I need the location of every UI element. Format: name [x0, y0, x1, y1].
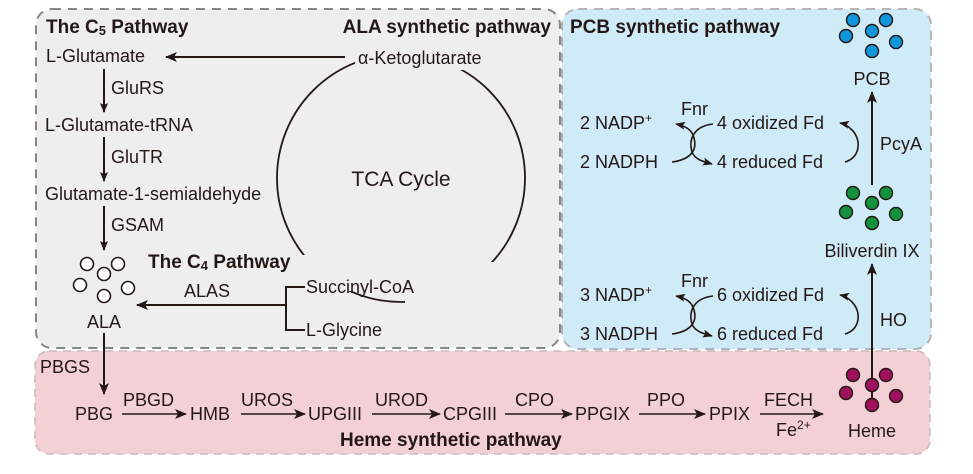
node-pbg: PBG: [75, 404, 113, 424]
enzyme-glutr: GluTR: [111, 147, 163, 167]
node-glutamate-1-semialdehyde: Glutamate-1-semialdehyde: [45, 184, 261, 204]
node-ala: ALA: [87, 312, 121, 332]
fd-cycle-1: 2 NADP+ 2 NADPH Fnr 4 oxidized Fd 4 redu…: [580, 99, 859, 172]
heme-panel: [34, 350, 931, 455]
enzyme-fech: FECH: [764, 390, 813, 410]
cycle2-fnr: Fnr: [681, 271, 708, 291]
enzyme-ho: HO: [880, 310, 907, 330]
enzyme-ppo: PPO: [647, 390, 685, 410]
node-heme: Heme: [848, 421, 896, 441]
node-ppgix: PPGIX: [575, 404, 630, 424]
cycle2-reduced-fd: 6 reduced Fd: [717, 324, 823, 344]
cycle2-nadph: 3 NADPH: [580, 324, 658, 344]
cycle1-nadph: 2 NADPH: [580, 152, 658, 172]
node-upgiii: UPGIII: [308, 404, 362, 424]
cycle1-oxidized-fd: 4 oxidized Fd: [717, 113, 824, 133]
cycle2-oxidized-fd: 6 oxidized Fd: [717, 285, 824, 305]
node-ppix: PPIX: [709, 404, 750, 424]
cycle2-nadp: 3 NADP+: [580, 283, 652, 305]
node-succinyl-coa: Succinyl-CoA: [306, 277, 414, 297]
cycle1-fnr: Fnr: [681, 99, 708, 119]
node-biliverdin-ix: Biliverdin IX: [824, 241, 919, 261]
node-l-glutamate: L-Glutamate: [46, 46, 145, 66]
heme-molecule-icon: [838, 367, 904, 413]
enzyme-pbgd: PBGD: [123, 390, 174, 410]
heme-panel-title: Heme synthetic pathway: [340, 430, 562, 451]
c4-pathway-title: The C4 Pathway: [148, 252, 291, 273]
enzyme-cpo: CPO: [515, 390, 554, 410]
tca-cycle-label: TCA Cycle: [351, 168, 450, 191]
cofactor-fe2: Fe2+: [776, 418, 811, 440]
node-hmb: HMB: [190, 404, 230, 424]
fd-cycle-2: 3 NADP+ 3 NADPH Fnr 6 oxidized Fd 6 redu…: [580, 271, 859, 344]
bracket-substrates: [285, 286, 305, 331]
biliverdin-molecule-icon: [838, 185, 904, 231]
enzyme-gsam: GSAM: [111, 215, 164, 235]
ala-panel-title: ALA synthetic pathway: [343, 17, 552, 38]
enzyme-pcya: PcyA: [880, 134, 922, 154]
node-l-glycine: L-Glycine: [306, 320, 382, 340]
pcb-molecule-icon: [838, 12, 904, 59]
node-l-glutamate-trna: L-Glutamate-tRNA: [45, 115, 193, 135]
cycle1-reduced-fd: 4 reduced Fd: [717, 152, 823, 172]
pcb-panel-title: PCB synthetic pathway: [570, 17, 781, 38]
node-cpgiii: CPGIII: [443, 404, 497, 424]
ala-molecule-icon: [72, 256, 136, 304]
enzyme-pbgs: PBGS: [40, 357, 90, 377]
c5-pathway-title: The C5 Pathway: [46, 17, 189, 38]
enzyme-urod: UROD: [375, 390, 428, 410]
node-pcb: PCB: [853, 69, 890, 89]
cycle1-nadp: 2 NADP+: [580, 111, 652, 133]
pcb-panel: [561, 8, 932, 350]
enzyme-glurs: GluRS: [111, 78, 164, 98]
node-alpha-ketoglutarate: α-Ketoglutarate: [358, 48, 481, 68]
enzyme-alas: ALAS: [184, 281, 230, 301]
enzyme-uros: UROS: [241, 390, 293, 410]
